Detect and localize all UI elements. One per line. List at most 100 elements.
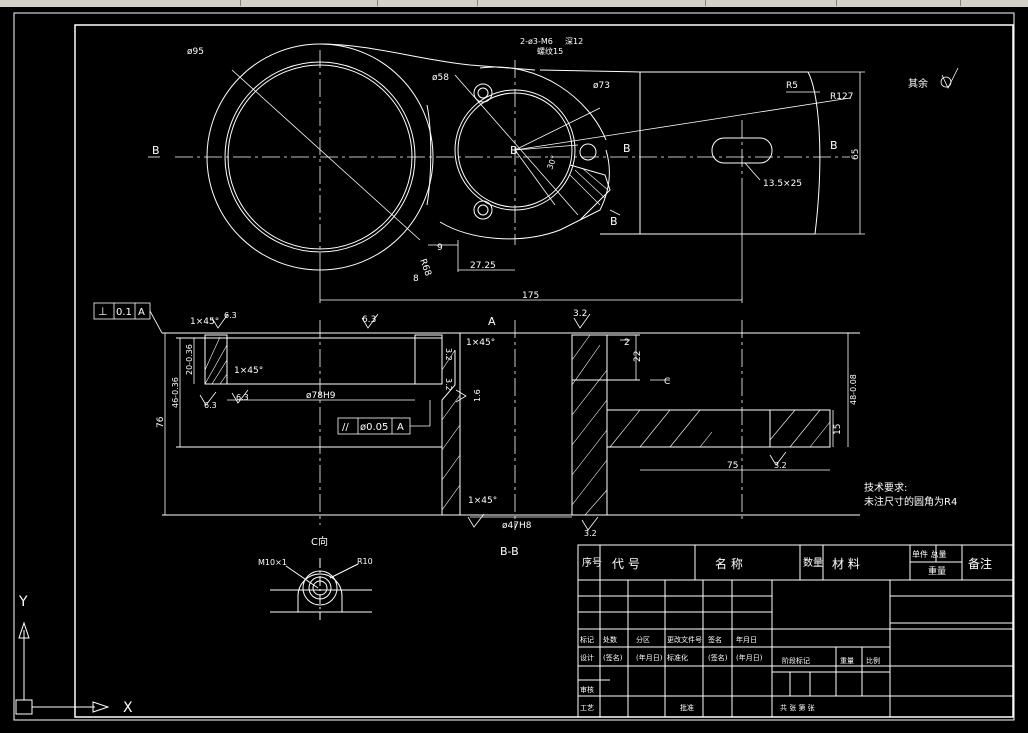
roughness-6-3-b: 6.3 (362, 315, 376, 325)
dim-m10: M10×1 (258, 558, 287, 567)
tb-approve: 批准 (680, 703, 694, 712)
chamfer-2: 1×45° (466, 338, 495, 348)
dim-holes3: 螺纹15 (537, 46, 563, 56)
tb-sheets: 共 张 第 张 (780, 703, 815, 712)
tb-r1-c6: 年月日 (736, 635, 757, 644)
dim-15: 15 (833, 424, 843, 435)
toolbar-tab[interactable] (382, 0, 478, 6)
axis-x-label: X (123, 700, 133, 716)
dim-65: 65 (851, 149, 861, 160)
tb-wt: 重量 (840, 657, 854, 665)
tb-seq: 序号 (582, 556, 602, 569)
toolbar-tab[interactable] (840, 0, 961, 6)
section-bb-label: B-B (500, 545, 519, 558)
dim-r68: R68 (417, 258, 433, 278)
gdt-par-ref: A (397, 422, 404, 433)
dim-2: 2 (624, 338, 630, 348)
dim-r5: R5 (786, 81, 798, 91)
title-block (577, 544, 1014, 718)
chamfer-3: 1×45° (234, 366, 263, 376)
dim-r127: R127 (830, 92, 853, 102)
dim-46: 46-0.36 (171, 377, 180, 408)
tb-stage: 阶段标记 (782, 656, 810, 665)
c-view (270, 558, 372, 620)
section-b-mid: B (623, 142, 631, 155)
dim-d73: ø73 (593, 81, 610, 91)
tb-r1-c1: 标记 (580, 635, 594, 644)
dim-20: 20-0.36 (185, 344, 194, 375)
section-b-left: B (152, 144, 160, 157)
chamfer-4: 1×45° (468, 496, 497, 506)
section-hatch (204, 334, 831, 516)
roughness-1-6: 1.6 (473, 389, 482, 402)
tb-r2-c3: (年月日) (636, 653, 663, 662)
dim-d95: ø95 (187, 47, 204, 57)
tb-scale: 比例 (866, 656, 880, 665)
section-center-lines (319, 320, 743, 530)
tb-check: 审核 (580, 685, 594, 694)
roughness-other: 其余 (908, 77, 928, 90)
tb-qty: 数量 (803, 556, 823, 569)
toolbar-tab[interactable] (242, 0, 378, 6)
top-view-dims (148, 67, 959, 303)
dim-27-25: 27.25 (470, 261, 496, 271)
dim-48: 48-0.08 (849, 374, 858, 405)
dim-d47: ø47H8 (502, 521, 532, 531)
gdt-par-val: ø0.05 (360, 422, 388, 433)
outer-border (13, 12, 1015, 721)
chamfer-1: 1×45° (190, 317, 219, 327)
roughness-6-3-a: 6.3 (224, 311, 237, 320)
toolbar-tab[interactable] (480, 0, 706, 6)
gdt-perp-sym: ⊥ (98, 305, 108, 318)
toolbar-strip (0, 0, 1028, 7)
toolbar-tab[interactable] (100, 0, 241, 6)
dim-holes: 2-ø3-M6 (520, 37, 553, 46)
dim-75: 75 (727, 461, 738, 471)
section-b-center: B (510, 144, 518, 157)
gdt-par-sym: // (342, 422, 349, 433)
tb-r2-c5: (签名) (708, 653, 728, 662)
section-dims (93, 302, 849, 531)
dim-d58: ø58 (432, 73, 449, 83)
tb-name: 名 称 (715, 556, 743, 571)
tech-req-line: 未注尺寸的圆角为R4 (864, 495, 957, 508)
roughness-3-2-a: 3.2 (573, 309, 587, 319)
dim-9: 9 (437, 243, 443, 253)
dim-d78: ø78H9 (306, 391, 336, 401)
dim-r10: R10 (357, 557, 373, 566)
tb-r2-c2: (签名) (603, 653, 623, 662)
tb-weight: 重量 (928, 565, 946, 577)
c-view-label: C向 (311, 535, 328, 548)
section-a-label: A (488, 315, 496, 328)
dim-76: 76 (156, 416, 166, 428)
roughness-6-3-d: 6.3 (236, 393, 249, 402)
center-lines (175, 50, 850, 270)
tb-r2-c6: (年月日) (736, 653, 763, 662)
tb-r2-c1: 设计 (580, 653, 594, 662)
dim-22: 22 (633, 351, 643, 362)
section-b-right: B (830, 139, 838, 152)
toolbar-tab[interactable] (708, 0, 837, 6)
roughness-3-2-c: 3.2 (444, 378, 453, 391)
tb-r1-c3: 分区 (636, 635, 650, 644)
dim-slot: 13.5×25 (763, 179, 802, 189)
ucs-icon (15, 621, 110, 715)
tb-r1-c4: 更改文件号 (667, 635, 702, 644)
tb-r1-c2: 处数 (603, 635, 617, 644)
dim-175: 175 (522, 291, 539, 301)
tb-unit-weight: 单件 总量 (912, 549, 947, 559)
roughness-3-2-e: 3.2 (584, 529, 597, 538)
axis-y-label: Y (18, 594, 28, 610)
section-b-low: B (610, 215, 618, 228)
section-c-label: C (664, 377, 670, 387)
tb-r2-c4: 标准化 (667, 653, 688, 662)
tb-material: 材 料 (832, 557, 860, 571)
inner-border (74, 24, 1014, 718)
drawing-canvas[interactable]: ø95 2-ø3-M6 深12 螺纹15 ø58 ø73 R5 R127 其余 … (0, 7, 1028, 733)
roughness-3-2-b: 3.2 (444, 348, 453, 361)
tb-r1-c5: 签名 (708, 635, 722, 644)
gdt-perp-ref: A (138, 307, 145, 318)
section-view (162, 332, 860, 516)
tb-note: 备注 (968, 556, 992, 571)
gdt-perp-val: 0.1 (116, 307, 132, 318)
